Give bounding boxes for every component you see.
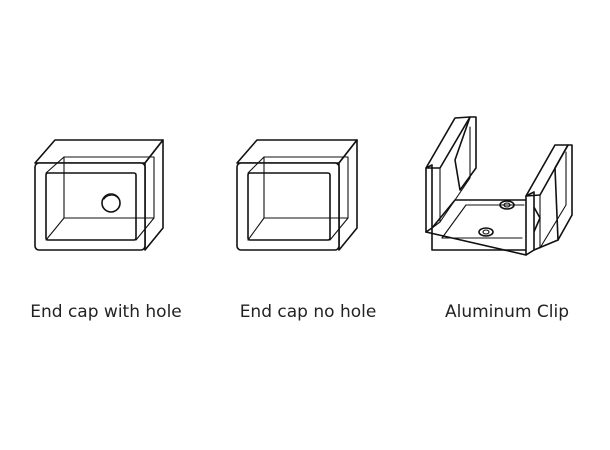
end-cap-no-hole-icon xyxy=(236,139,358,251)
aluminum-clip-icon xyxy=(425,116,573,256)
caption-aluminum-clip: Aluminum Clip xyxy=(444,302,570,322)
caption-end-cap-with-hole: End cap with hole xyxy=(30,302,182,322)
caption-end-cap-no-hole: End cap no hole xyxy=(239,302,377,322)
end-cap-with-hole-icon xyxy=(34,139,164,251)
